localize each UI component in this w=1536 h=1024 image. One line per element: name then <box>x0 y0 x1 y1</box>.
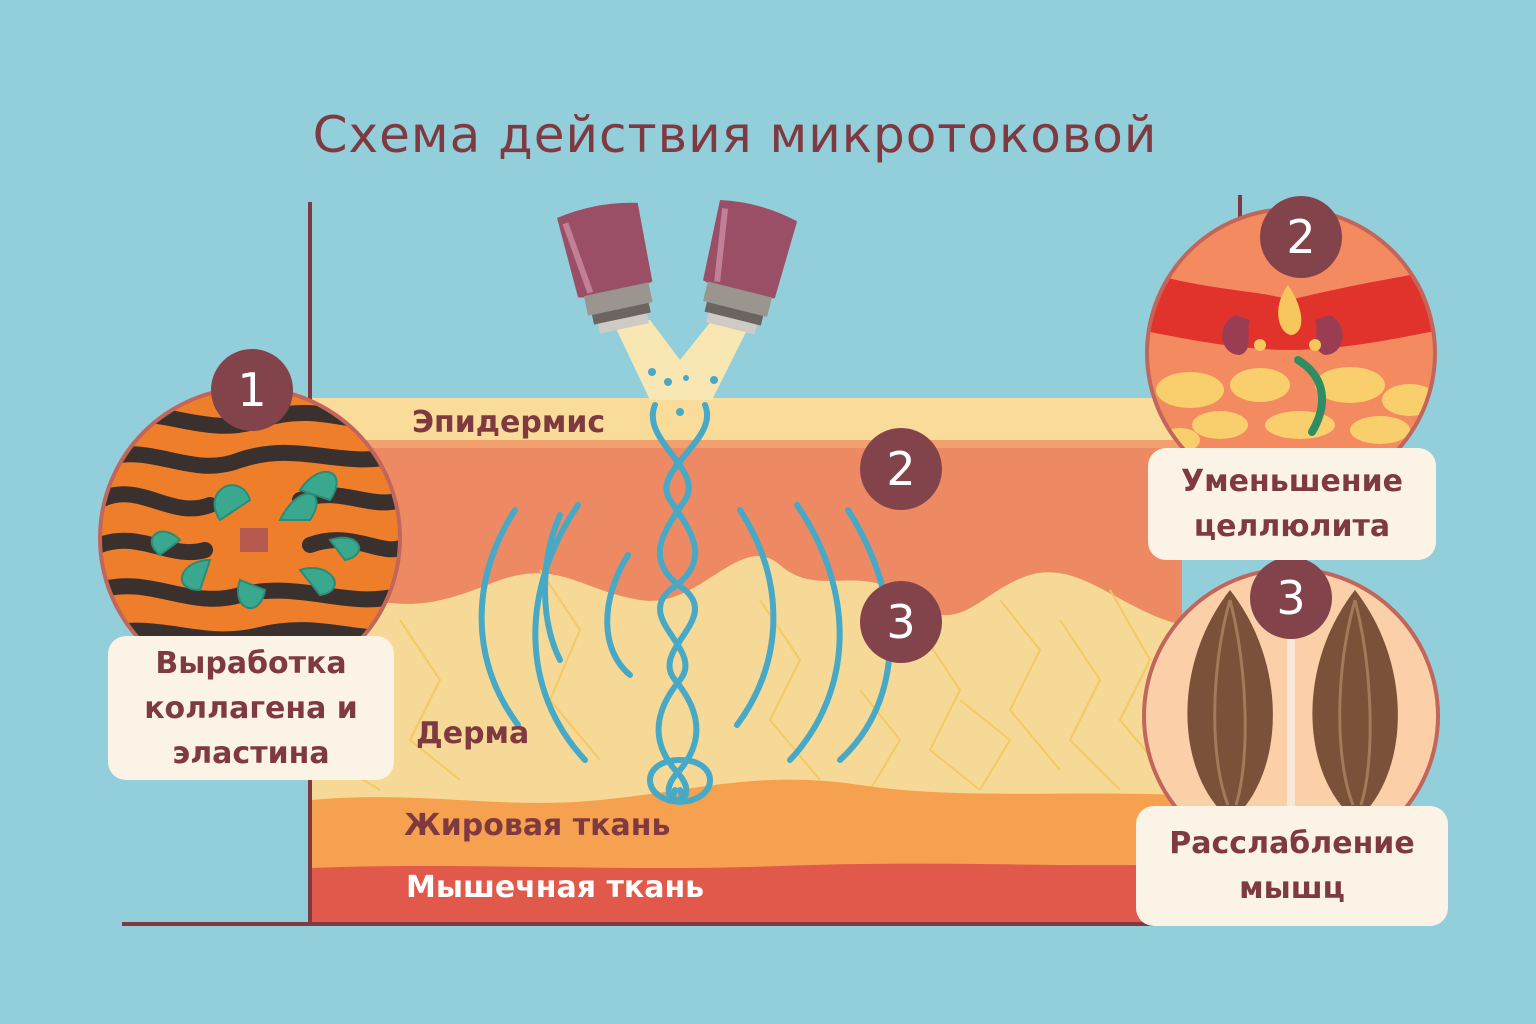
electrode-beams <box>612 320 752 416</box>
caption-muscle-relaxation: Расслабление мышц <box>1136 806 1448 926</box>
badge-3-skin: 3 <box>860 581 942 663</box>
label-epidermis: Эпидермис <box>412 405 606 440</box>
badge-2-skin: 2 <box>860 428 942 510</box>
label-muscle-tissue: Мышечная ткань <box>406 870 705 905</box>
caption-cellulite: Уменьшение целлюлита <box>1148 448 1436 560</box>
badge-1: 1 <box>211 349 293 431</box>
label-dermis: Дерма <box>416 716 530 751</box>
label-fat-tissue: Жировая ткань <box>404 808 671 843</box>
page-title: Схема действия микротоковой <box>312 106 1158 164</box>
badge-2-circle: 2 <box>1260 196 1342 278</box>
skin-block <box>312 398 1182 922</box>
badge-3-circle: 3 <box>1250 557 1332 639</box>
caption-collagen: Выработка коллагена и эластина <box>108 636 394 780</box>
electrode-icon <box>557 200 798 335</box>
